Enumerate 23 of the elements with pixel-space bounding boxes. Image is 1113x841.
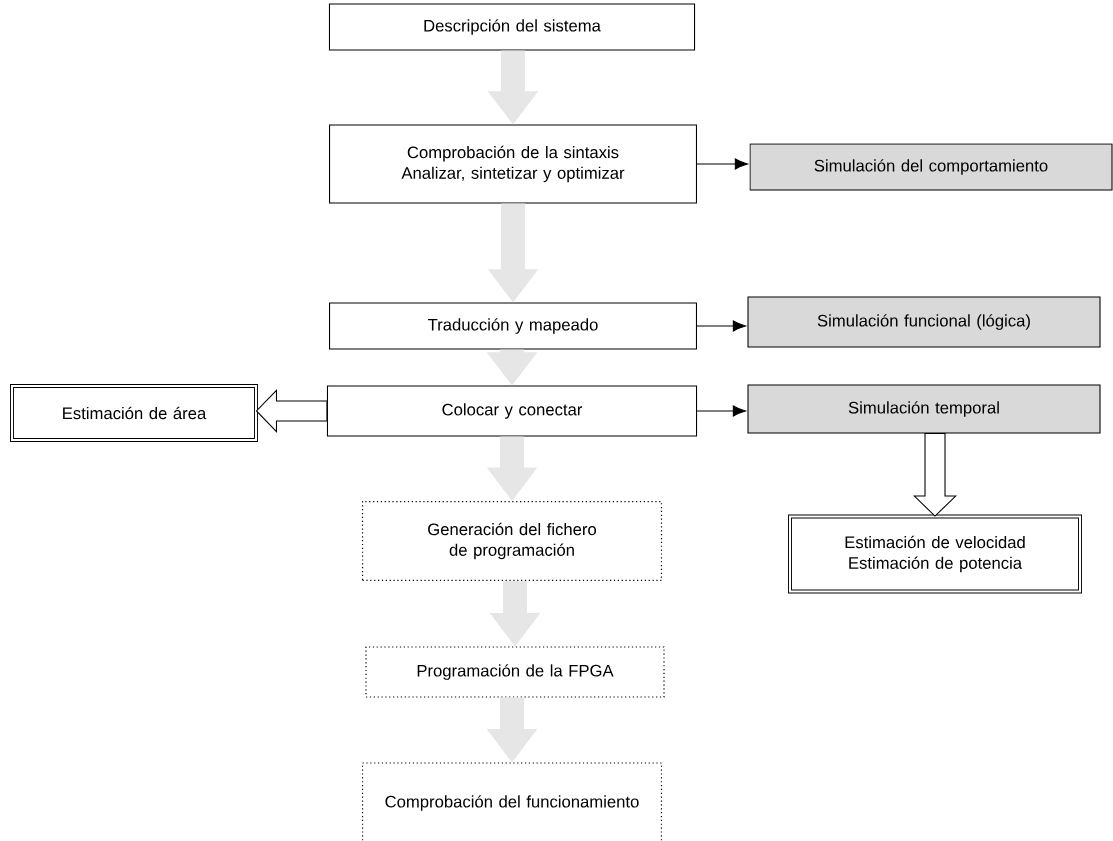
shaded-box: Simulación del comportamiento (749, 143, 1113, 191)
process-box: Colocar y conectar (326, 385, 698, 437)
process-box: Comprobación de la sintaxis Analizar, sintetizar y optimizar (329, 124, 697, 204)
shaded-box: Simulación temporal (747, 384, 1101, 434)
hollow-arrow (255, 389, 328, 433)
double-border-box: Estimación de área (10, 384, 258, 442)
arrow (696, 158, 748, 170)
shaded-box: Simulación funcional (lógica) (747, 296, 1101, 348)
process-box: Traducción y mapeado (329, 302, 697, 350)
dotted-box: Programación de la FPGA (365, 646, 665, 698)
arrow (696, 320, 746, 332)
double-border-box: Estimación de velocidad Estimación de potencia (788, 514, 1082, 594)
dotted-box: Generación del fichero de programación (361, 500, 663, 582)
arrow (696, 405, 746, 417)
process-box: Descripción del sistema (328, 3, 696, 51)
block-arrow (487, 50, 539, 125)
dotted-box: Comprobación del funcionamiento (361, 762, 663, 841)
block-arrow (489, 581, 541, 647)
block-arrow (487, 203, 539, 303)
block-arrow (486, 436, 538, 501)
block-arrow (486, 349, 538, 386)
block-arrow (486, 697, 538, 763)
hollow-arrow (913, 433, 957, 517)
